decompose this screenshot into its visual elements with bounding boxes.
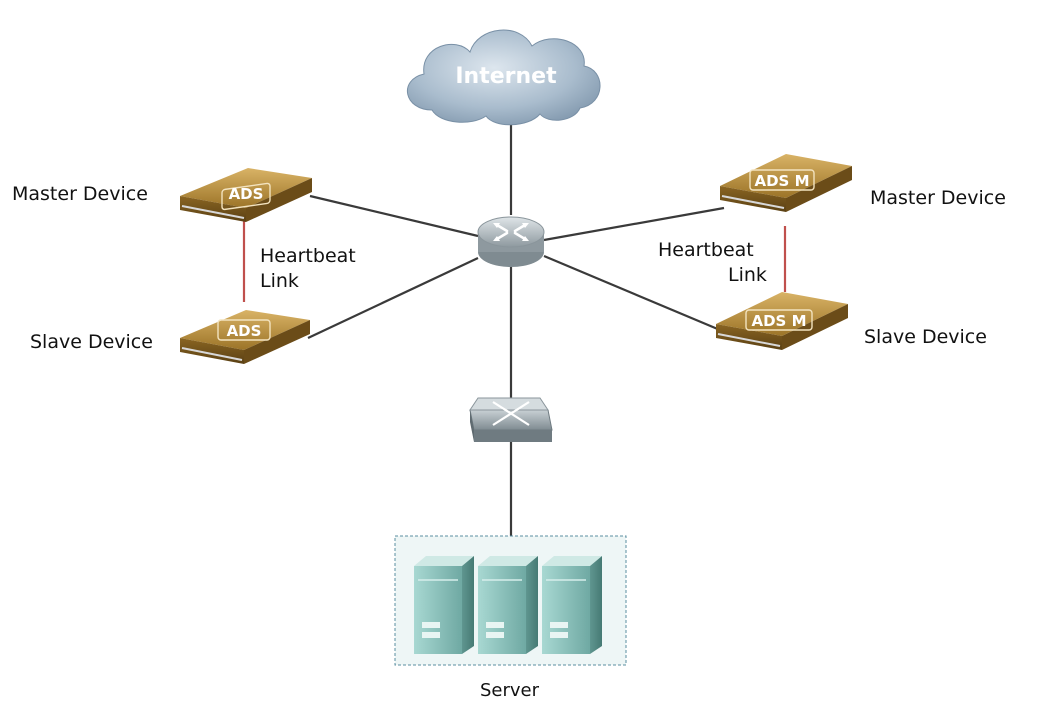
left-heartbeat-label-line2: Link: [260, 270, 299, 292]
server-rack-icon: [542, 556, 602, 654]
network-links: [307, 125, 725, 548]
heartbeat-links: [242, 215, 787, 302]
right-master-ads-device: ADS M: [720, 154, 852, 212]
left-slave-device-text: ADS: [227, 322, 262, 340]
router-icon: [477, 216, 545, 267]
server-rack-icon: [414, 556, 474, 654]
right-heartbeat-label-line1: Heartbeat: [658, 239, 754, 261]
server-group: [394, 535, 627, 666]
right-master-device-label: Master Device: [870, 187, 1006, 209]
link-right-master-router: [543, 206, 725, 242]
left-master-device-label: Master Device: [12, 183, 148, 205]
internet-label: Internet: [455, 64, 557, 89]
link-left-slave-router: [307, 257, 479, 339]
right-master-device-text: ADS M: [754, 172, 809, 190]
link-right-slave-router: [543, 254, 721, 332]
cloud-icon: Internet: [407, 29, 601, 126]
server-rack-icon: [478, 556, 538, 654]
left-heartbeat-label-line1: Heartbeat: [260, 245, 356, 267]
left-slave-ads-device: ADS: [180, 310, 310, 364]
link-left-master-router: [309, 194, 479, 238]
right-slave-device-label: Slave Device: [864, 326, 987, 348]
right-slave-device-text: ADS M: [751, 312, 806, 330]
left-master-device-text: ADS: [229, 185, 264, 203]
switch-icon: [469, 397, 553, 442]
right-slave-ads-device: ADS M: [716, 292, 848, 350]
server-label: Server: [480, 680, 540, 701]
left-master-ads-device: ADS: [180, 168, 312, 222]
left-slave-device-label: Slave Device: [30, 331, 153, 353]
right-heartbeat-label-line2: Link: [728, 264, 767, 286]
